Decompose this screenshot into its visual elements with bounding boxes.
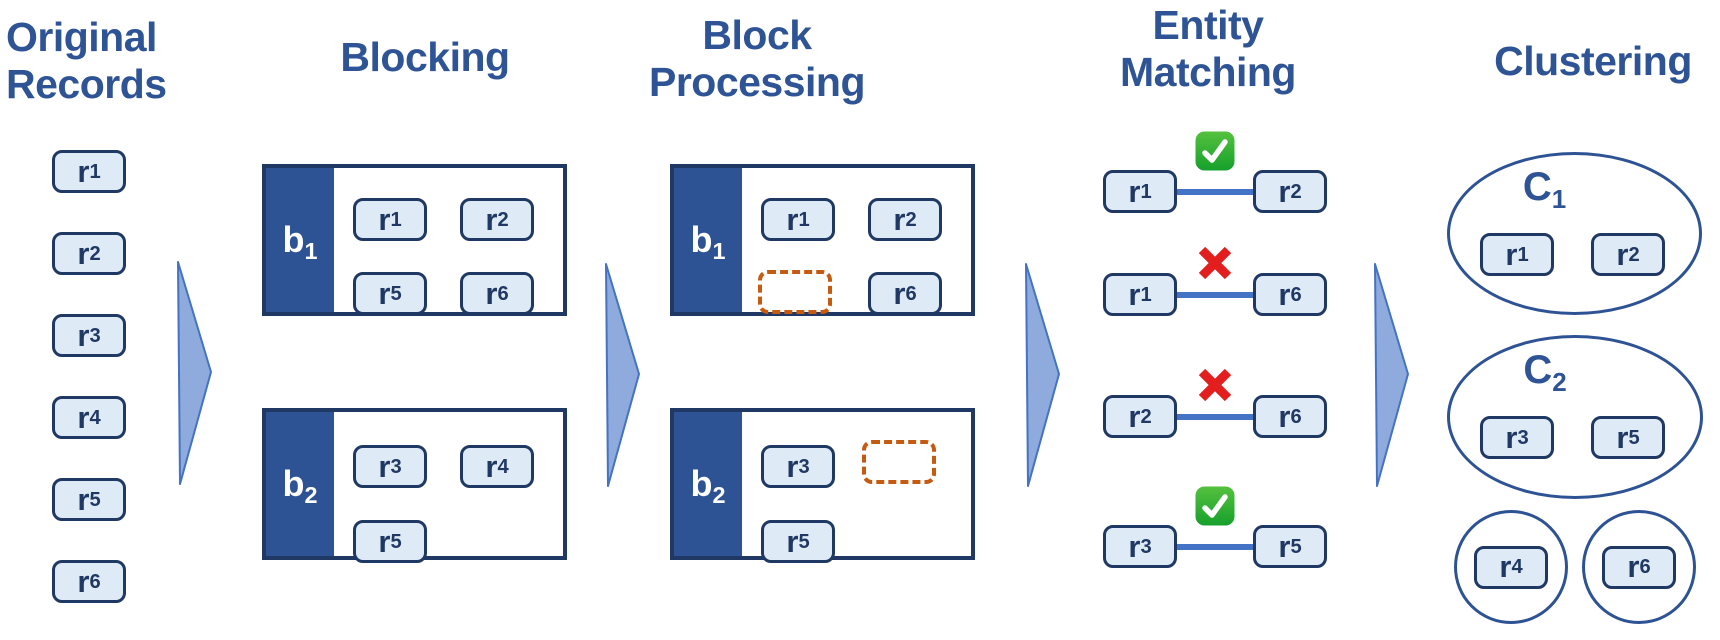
block-sidebar-label: b2 xyxy=(282,463,318,509)
flow-arrow xyxy=(1374,263,1409,487)
no-match-cross-icon xyxy=(1198,246,1232,280)
removed-record-placeholder xyxy=(862,440,936,484)
match-check-icon xyxy=(1195,131,1235,171)
block-sidebar: b2 xyxy=(674,412,742,556)
match-check-icon xyxy=(1195,486,1235,526)
flow-arrow xyxy=(177,261,212,485)
clustering-title: Clustering xyxy=(1494,38,1692,84)
blocking-title: Blocking xyxy=(340,34,510,80)
block-sidebar: b2 xyxy=(266,412,334,556)
cluster-label: C2 xyxy=(1523,348,1567,397)
match-connector xyxy=(1174,189,1256,195)
flow-arrow xyxy=(1025,263,1060,487)
match-connector xyxy=(1174,544,1256,550)
block-sidebar-label: b1 xyxy=(282,219,318,265)
flow-arrow xyxy=(605,263,640,487)
entity-matching-title: Entity Matching xyxy=(1120,2,1296,96)
block-sidebar: b1 xyxy=(674,168,742,312)
block-sidebar: b1 xyxy=(266,168,334,312)
block-sidebar-label: b2 xyxy=(690,463,726,509)
cluster-label: C1 xyxy=(1522,165,1567,214)
block-processing-title: Block Processing xyxy=(648,12,866,106)
block-sidebar-label: b1 xyxy=(690,219,726,265)
match-connector xyxy=(1174,292,1256,298)
removed-record-placeholder xyxy=(758,270,832,314)
no-match-cross-icon xyxy=(1198,368,1232,402)
original-records-title: Original Records xyxy=(6,14,167,108)
match-connector xyxy=(1174,414,1256,420)
